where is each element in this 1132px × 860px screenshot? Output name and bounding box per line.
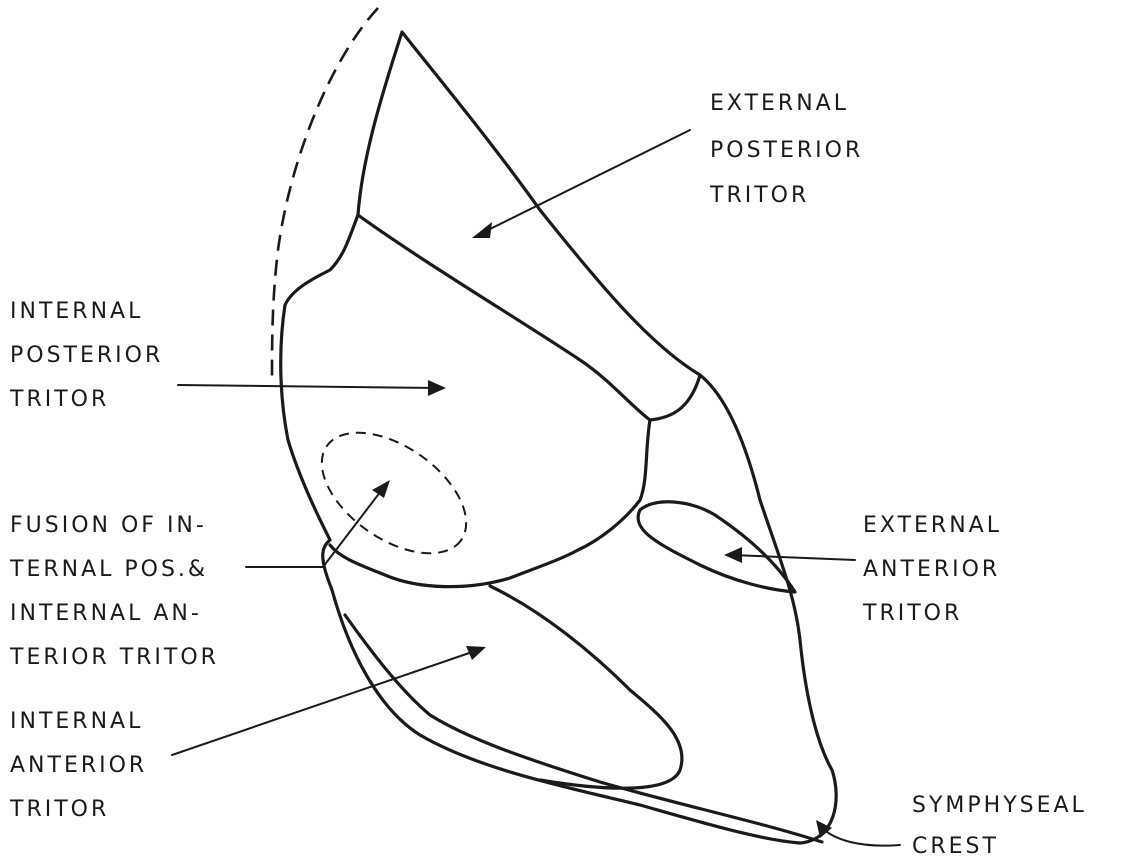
arrow-external-posterior-head bbox=[472, 222, 492, 238]
label-internal-posterior: INTERNAL POSTERIOR TRITOR bbox=[9, 299, 173, 412]
arrow-internal-anterior-head bbox=[466, 646, 486, 660]
arrow-external-posterior-line bbox=[478, 130, 690, 235]
arrow-external-anterior-head bbox=[724, 547, 742, 563]
label-internal-anterior: INTERNAL ANTERIOR TRITOR bbox=[9, 709, 157, 822]
arrow-fusion-diagonal bbox=[323, 487, 384, 567]
arrow-internal-posterior-head bbox=[428, 380, 446, 396]
arrow-external-anterior-line bbox=[732, 555, 855, 560]
arrow-fusion-head bbox=[372, 480, 390, 498]
label-fusion: FUSION OF IN- TERNAL POS.& INTERNAL AN- … bbox=[9, 513, 219, 670]
internal-division-line bbox=[330, 420, 650, 587]
external-posterior-tritor-boundary bbox=[358, 215, 700, 420]
label-symphyseal-crest: SYMPHYSEAL CREST bbox=[912, 793, 1097, 859]
arrow-internal-posterior-line bbox=[178, 385, 438, 388]
dashed-outer-margin bbox=[272, 8, 378, 378]
label-external-anterior: EXTERNAL ANTERIOR TRITOR bbox=[862, 513, 1012, 626]
label-external-posterior: EXTERNAL POSTERIOR TRITOR bbox=[709, 91, 873, 208]
external-anterior-tritor-loop bbox=[638, 502, 795, 592]
fusion-dashed-ellipse bbox=[300, 408, 487, 577]
internal-anterior-notch bbox=[490, 586, 682, 788]
arrow-symphyseal-line bbox=[822, 828, 900, 846]
